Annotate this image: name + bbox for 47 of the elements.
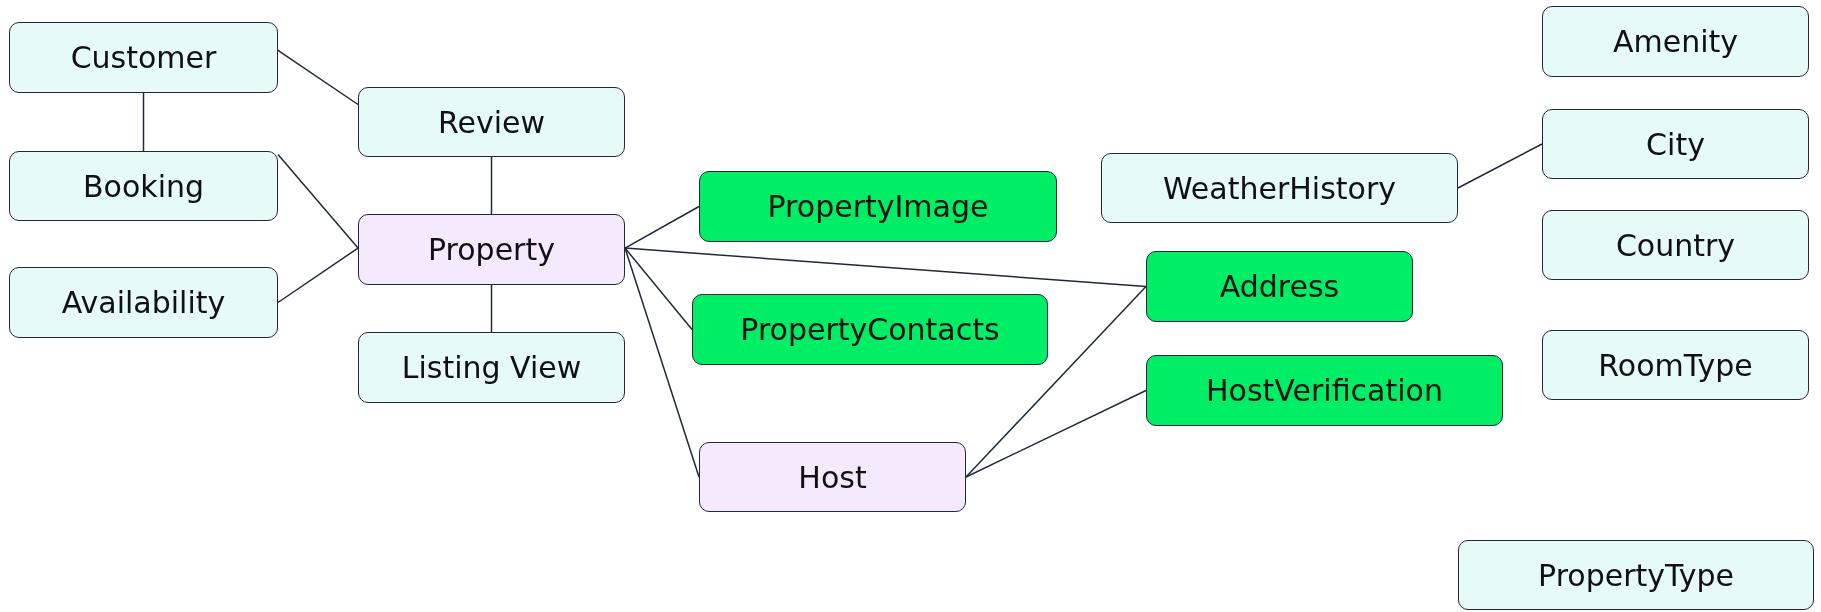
connector-line [965,285,1147,478]
entity-name: WeatherHistory [1162,170,1396,206]
entity-box [1542,330,1809,400]
connector-line [624,247,693,331]
entity-box [1458,540,1814,610]
entity-box [9,267,278,338]
entity-name: Review [437,104,545,140]
connector-line [490,284,493,333]
entity-box [692,294,1048,365]
entity-box [1146,355,1503,426]
connector-line [965,389,1147,478]
entity-box [699,171,1057,242]
entity-name: Customer [70,40,217,75]
entity-box [1542,109,1809,179]
entity-name: City [1646,126,1705,162]
entity-name: Amenity [1612,24,1739,59]
entity-name: Property [428,232,555,267]
entity-name: PropertyContacts [740,312,1000,347]
entity-name: PropertyImage [767,189,989,224]
entity-box [9,151,278,221]
entity-box [699,442,966,512]
entity-name: Host [798,459,867,495]
entity-name: HostVerification [1206,373,1443,408]
entity-box [1101,153,1458,223]
connector-line [1457,143,1543,189]
entity-name: Address [1219,269,1340,304]
entity-box [358,332,625,403]
entity-name: Listing View [401,350,582,385]
entity-box [9,22,278,93]
entity-name: Booking [82,168,205,204]
entity-box [1146,251,1413,322]
entity-box [1542,6,1809,77]
connector-line [624,247,700,478]
connector-line [490,156,493,215]
entity-name: Country [1615,227,1736,263]
entity-box [358,87,625,157]
connector-line [277,49,359,106]
entity-box [1542,210,1809,280]
entity-box [358,214,625,285]
entity-name: PropertyType [1538,557,1734,593]
entity-name: RoomType [1598,347,1753,383]
connector-line [277,247,359,304]
connector-line [277,153,359,249]
connector-line [624,205,700,249]
connector-line [142,92,145,152]
entity-name: Availability [61,285,226,320]
connector-line [624,247,1147,288]
